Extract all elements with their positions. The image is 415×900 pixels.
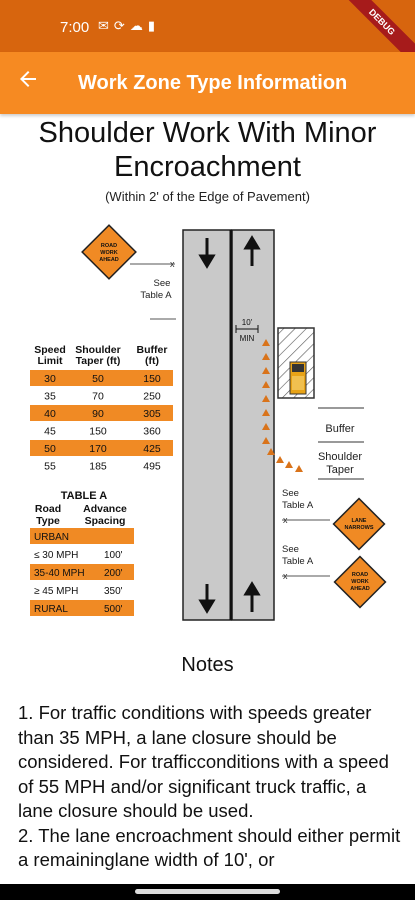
mail-icon: ✉ <box>98 18 114 33</box>
table-a-road-type: ≥ 45 MPH <box>34 586 78 597</box>
lane-arrow-down-icon <box>198 238 216 614</box>
sync-icon: ⟳ <box>113 18 130 33</box>
speed-table-cell: 150 <box>143 373 161 385</box>
svg-text:Road: Road <box>35 503 61 515</box>
table-a-row-band <box>30 564 134 580</box>
table-a-road-type: URBAN <box>34 532 69 543</box>
lane-narrows-sign: LANE NARROWS <box>332 497 386 551</box>
road-work-ahead-sign-bottom: ROAD WORK AHEAD <box>333 555 387 609</box>
svg-text:Type: Type <box>36 515 60 527</box>
svg-text:x: x <box>283 515 288 525</box>
work-area <box>277 327 315 399</box>
table-a: TABLE A Road Type Advance Spacing URBAN ≤… <box>30 490 134 616</box>
min-width-label: 10' <box>242 318 253 327</box>
navigation-bar <box>0 884 415 900</box>
note-paragraph-1: 1. For traffic conditions with speeds gr… <box>18 702 389 821</box>
speed-table: Speed Limit Shoulder Taper (ft) Buffer (… <box>30 344 173 473</box>
speed-table-cell: 305 <box>143 408 161 420</box>
svg-text:AHEAD: AHEAD <box>99 257 119 263</box>
svg-text:NARROWS: NARROWS <box>344 525 373 531</box>
svg-text:Table A: Table A <box>140 290 172 301</box>
svg-text:MIN: MIN <box>240 334 255 343</box>
svg-text:LANE: LANE <box>352 518 367 524</box>
diagram-title: Shoulder Work With Minor Encroachment <box>38 117 377 183</box>
svg-text:Speed: Speed <box>34 344 66 356</box>
note-paragraph-2: 2. The lane encroachment should either p… <box>18 824 401 871</box>
content-scroll-area[interactable]: Shoulder Work With Minor Encroachment (W… <box>0 114 415 884</box>
svg-text:Buffer: Buffer <box>137 344 168 356</box>
taper-label: Taper <box>326 464 354 476</box>
speed-table-cell: 55 <box>44 461 56 473</box>
speed-table-cell: 425 <box>143 443 161 455</box>
table-a-road-type: RURAL <box>34 604 68 615</box>
page-title: Work Zone Type Information <box>78 72 348 94</box>
svg-text:Table A: Table A <box>282 556 314 567</box>
speed-table-cell: 495 <box>143 461 161 473</box>
speed-table-cell: 35 <box>44 391 56 403</box>
svg-text:WORK: WORK <box>351 579 368 585</box>
status-time: 7:00 <box>60 19 90 36</box>
speed-table-cell: 360 <box>143 426 161 438</box>
table-a-spacing: 500' <box>104 604 123 615</box>
lane-arrow-up-icon <box>243 235 261 612</box>
speed-table-cell: 70 <box>92 391 104 403</box>
table-a-road-type: 35-40 MPH <box>34 568 85 579</box>
notes-heading: Notes <box>181 654 234 676</box>
see-table-a-label: See <box>154 278 171 289</box>
svg-text:ROAD: ROAD <box>101 243 117 249</box>
svg-text:(ft): (ft) <box>145 355 159 367</box>
speed-table-cell: 45 <box>44 426 56 438</box>
svg-text:TABLE A: TABLE A <box>61 490 107 502</box>
svg-text:Limit: Limit <box>37 355 63 367</box>
svg-text:AHEAD: AHEAD <box>350 586 370 592</box>
svg-text:WORK: WORK <box>100 250 117 256</box>
home-handle[interactable] <box>135 889 280 894</box>
speed-row-band <box>30 440 173 456</box>
shoulder-label: Shoulder <box>318 451 362 463</box>
svg-text:Taper (ft): Taper (ft) <box>76 355 121 367</box>
speed-table-cell: 90 <box>92 408 104 420</box>
table-a-row-band <box>30 528 134 544</box>
notes-body: 1. For traffic conditions with speeds gr… <box>18 701 403 873</box>
svg-text:ROAD: ROAD <box>352 572 368 578</box>
road-work-ahead-sign-top: ROAD WORK AHEAD <box>81 224 137 280</box>
speed-row-band <box>30 370 173 386</box>
svg-text:x: x <box>170 259 175 269</box>
speed-table-cell: 185 <box>89 461 107 473</box>
table-a-spacing: 200' <box>104 568 123 579</box>
svg-text:Advance: Advance <box>83 503 127 515</box>
status-icons: ✉⟳☁▮ <box>98 18 160 34</box>
svg-text:See: See <box>282 544 299 555</box>
work-zone-diagram: 10' MIN Buffer Shoulder Taper ROAD WORK … <box>30 224 387 621</box>
app-bar: Work Zone Type Information <box>0 52 415 114</box>
speed-table-cell: 50 <box>92 373 104 385</box>
speed-table-cell: 30 <box>44 373 56 385</box>
diagram-subtitle: (Within 2' of the Edge of Pavement) <box>105 189 310 204</box>
speed-table-cell: 50 <box>44 443 56 455</box>
svg-text:See: See <box>282 488 299 499</box>
svg-text:Shoulder: Shoulder <box>75 344 121 356</box>
svg-text:Table A: Table A <box>282 500 314 511</box>
speed-row-band <box>30 405 173 421</box>
table-a-spacing: 350' <box>104 586 123 597</box>
sim-icon: ▮ <box>147 18 160 33</box>
table-a-row-band <box>30 600 134 616</box>
arrow-left-icon[interactable] <box>16 67 46 97</box>
traffic-cones <box>262 339 303 472</box>
speed-table-cell: 170 <box>89 443 107 455</box>
truck-icon <box>289 361 307 395</box>
table-a-road-type: ≤ 30 MPH <box>34 550 78 561</box>
speed-table-cell: 250 <box>143 391 161 403</box>
svg-text:Spacing: Spacing <box>85 515 126 527</box>
table-a-spacing: 100' <box>104 550 123 561</box>
status-bar: 7:00 ✉⟳☁▮ DEBUG <box>0 0 415 74</box>
speed-table-cell: 40 <box>44 408 56 420</box>
speed-table-cell: 150 <box>89 426 107 438</box>
svg-text:x: x <box>283 571 288 581</box>
cloud-icon: ☁ <box>129 18 148 33</box>
buffer-label: Buffer <box>325 423 354 435</box>
